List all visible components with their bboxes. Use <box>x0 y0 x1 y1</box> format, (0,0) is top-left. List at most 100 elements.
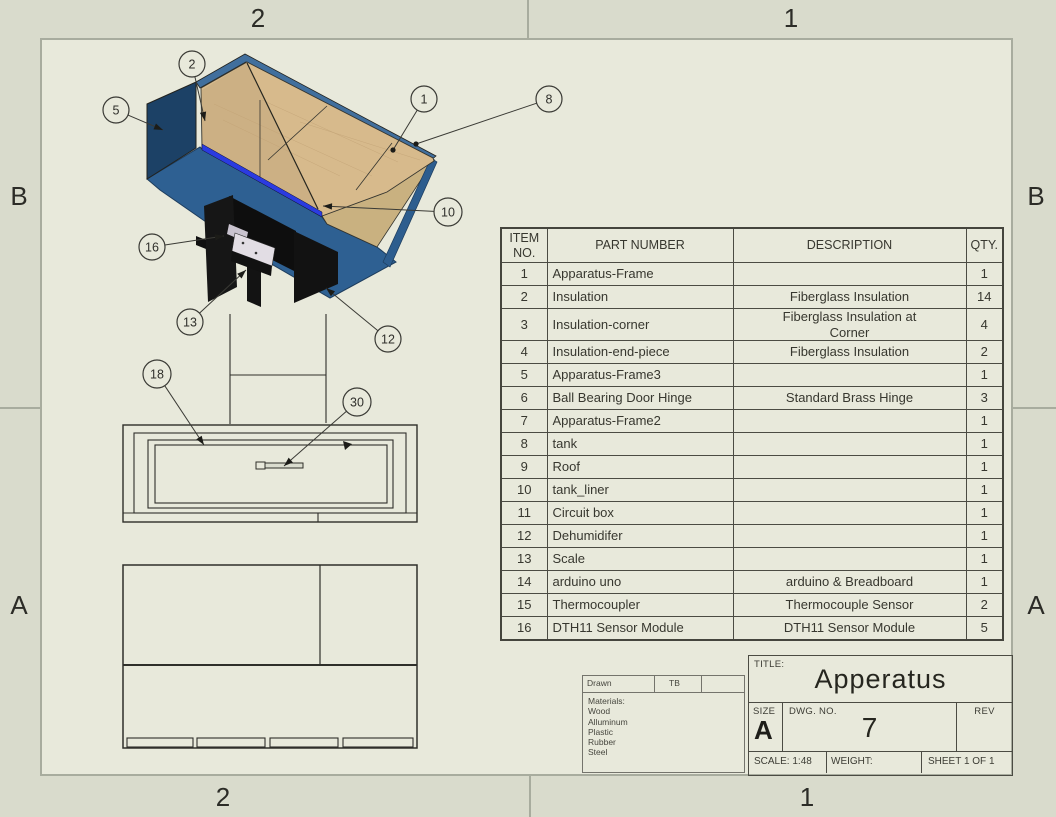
bom-item-no: 2 <box>500 285 548 309</box>
bom-description: Thermocouple Sensor <box>732 593 967 618</box>
balloon-circle <box>535 85 563 113</box>
bom-item-no: 9 <box>500 455 548 480</box>
leader-line <box>392 109 418 151</box>
zone-divider-top <box>527 0 529 38</box>
isometric-view[interactable] <box>146 53 438 307</box>
title-label: TITLE: <box>754 659 785 670</box>
title-block[interactable]: TITLE: Apperatus SIZE A DWG. NO. 7 REV S… <box>748 655 1013 776</box>
balloon-5[interactable]: 5 <box>102 96 164 131</box>
zone-label-top-2: 2 <box>250 3 266 33</box>
size-cell: SIZE A <box>749 703 783 751</box>
bom-item-no: 6 <box>500 386 548 411</box>
balloon-8[interactable]: 8 <box>413 85 563 147</box>
bom-description <box>732 455 967 480</box>
drawing-title: Apperatus <box>814 664 947 694</box>
balloon-13[interactable]: 13 <box>176 269 247 336</box>
size-label: SIZE <box>753 706 776 717</box>
dwg-no-label: DWG. NO. <box>789 706 837 717</box>
bom-part-number: tank <box>546 432 734 457</box>
bom-item-no: 7 <box>500 409 548 434</box>
bom-qty: 2 <box>965 340 1004 365</box>
balloon-18[interactable]: 18 <box>142 359 205 446</box>
bom-header-2: DESCRIPTION <box>732 227 967 263</box>
balloon-number: 8 <box>546 92 553 106</box>
bom-item-no: 14 <box>500 570 548 595</box>
rev-label: REV <box>974 706 995 717</box>
balloon-1[interactable]: 1 <box>390 85 438 153</box>
bom-item-no: 11 <box>500 501 548 526</box>
bom-qty: 2 <box>965 593 1004 618</box>
balloon-number: 5 <box>113 103 120 117</box>
leader-line <box>164 385 205 446</box>
bom-part-number: Roof <box>546 455 734 480</box>
balloon-circle <box>410 85 438 113</box>
material-item: Plastic <box>588 726 614 737</box>
bom-description: Fiberglass Insulation <box>732 340 967 365</box>
bom-qty: 3 <box>965 386 1004 411</box>
balloon-16[interactable]: 16 <box>138 233 225 261</box>
balloon-number: 13 <box>183 315 197 329</box>
bom-qty: 1 <box>965 547 1004 572</box>
drawn-label: Drawn <box>587 678 612 688</box>
bom-description <box>732 432 967 457</box>
zone-label-right-a: A <box>1027 590 1045 620</box>
bom-header-1: PART NUMBER <box>546 227 734 263</box>
balloon-number: 1 <box>421 92 428 106</box>
balloon-circle <box>342 387 372 417</box>
scale-value: SCALE: 1:48 <box>754 756 812 767</box>
balloon-2[interactable]: 2 <box>178 50 207 122</box>
bom-qty: 1 <box>965 432 1004 457</box>
leader-line <box>325 287 379 332</box>
balloon-30[interactable]: 30 <box>283 387 372 467</box>
balloon-circle <box>433 197 463 227</box>
bom-qty: 1 <box>965 478 1004 503</box>
bom-qty: 1 <box>965 409 1004 434</box>
material-item: Alluminum <box>588 716 628 727</box>
rev-cell: REV <box>957 703 1012 751</box>
bom-part-number: Scale <box>546 547 734 572</box>
balloon-10[interactable]: 10 <box>322 197 463 227</box>
bom-part-number: Dehumidifer <box>546 524 734 549</box>
bom-part-number: Insulation-end-piece <box>546 340 734 365</box>
balloon-number: 2 <box>189 57 196 71</box>
balloon-number: 12 <box>381 332 395 346</box>
bom-qty: 14 <box>965 285 1004 309</box>
leader-arrowhead <box>284 457 293 466</box>
bom-description <box>732 478 967 503</box>
bom-header-0: ITEM NO. <box>500 227 548 263</box>
balloon-number: 18 <box>150 367 164 381</box>
zone-label-bottom-1: 1 <box>799 782 815 812</box>
leader-arrowhead <box>326 288 335 297</box>
material-item: Steel <box>588 747 608 758</box>
leader-arrowhead <box>199 111 207 121</box>
scale-row: SCALE: 1:48 WEIGHT: SHEET 1 OF 1 <box>749 752 1012 773</box>
balloon-number: 10 <box>441 205 455 219</box>
bom-description <box>732 262 967 286</box>
zone-label-bottom-2: 2 <box>215 782 231 812</box>
bom-item-no: 5 <box>500 363 548 388</box>
balloon-circle <box>178 50 206 78</box>
top-view[interactable] <box>122 314 418 523</box>
bom-part-number: Apparatus-Frame <box>546 262 734 286</box>
leader-dot <box>413 141 419 147</box>
bom-item-no: 3 <box>500 307 548 342</box>
bom-qty: 1 <box>965 524 1004 549</box>
bom-qty: 1 <box>965 501 1004 526</box>
front-view[interactable] <box>122 564 418 749</box>
balloon-12[interactable]: 12 <box>325 287 402 353</box>
leader-line <box>322 205 435 212</box>
bom-item-no: 12 <box>500 524 548 549</box>
size-value: A <box>754 715 773 745</box>
balloon-circle <box>142 359 172 389</box>
